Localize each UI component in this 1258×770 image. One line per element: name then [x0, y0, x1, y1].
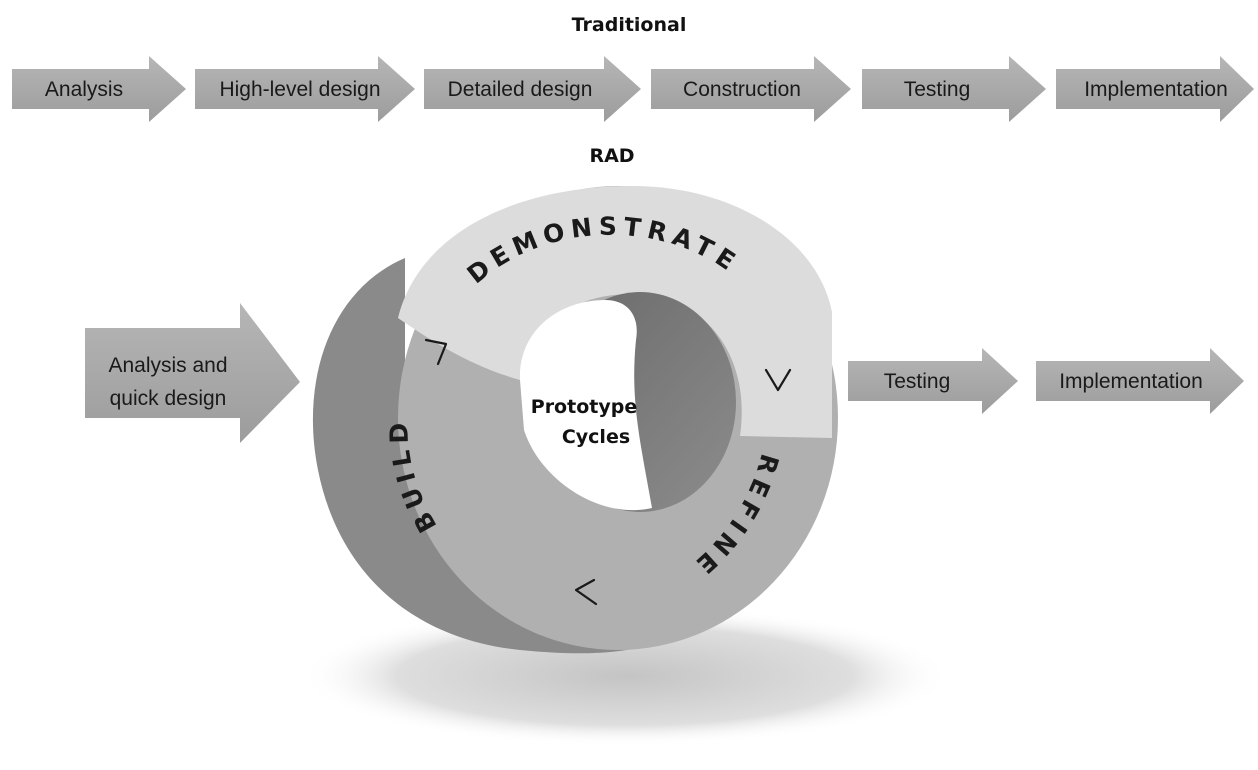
rad-entry-arrow: Analysis and quick design [85, 303, 300, 443]
ring-side-face [312, 258, 660, 654]
rad-title: RAD [589, 145, 634, 167]
entry-label-line2: quick design [110, 387, 227, 410]
traditional-step-construction: Construction [651, 56, 851, 122]
chevron-bottom-icon [574, 578, 598, 606]
traditional-step-label: High-level design [219, 78, 380, 101]
rad-step-label: Testing [884, 370, 951, 393]
traditional-step-label: Testing [904, 78, 971, 101]
ring-shadow [300, 606, 950, 746]
traditional-step-analysis: Analysis [12, 56, 186, 122]
traditional-flow: Analysis High-level design Detailed desi… [12, 56, 1254, 122]
chevron-right-icon [764, 368, 792, 392]
rad-step-testing: Testing [848, 348, 1018, 414]
traditional-title: Traditional [572, 14, 687, 36]
traditional-step-high-level-design: High-level design [195, 56, 415, 122]
rad-step-implementation: Implementation [1036, 348, 1244, 414]
rad-exit-flow: Testing Implementation [848, 348, 1244, 414]
traditional-step-label: Detailed design [448, 78, 593, 101]
ring-segment-demonstrate [398, 186, 832, 438]
traditional-step-testing: Testing [862, 56, 1046, 122]
chevron-top-left-icon [424, 338, 448, 366]
ring-hole [519, 300, 652, 511]
traditional-step-label: Analysis [45, 78, 123, 101]
prototype-cycle-ring [312, 186, 838, 654]
traditional-step-detailed-design: Detailed design [424, 56, 641, 122]
rad-step-label: Implementation [1059, 370, 1203, 393]
traditional-step-label: Implementation [1084, 78, 1228, 101]
entry-label-line1: Analysis and [108, 354, 227, 377]
traditional-step-label: Construction [683, 78, 801, 101]
traditional-step-implementation: Implementation [1056, 56, 1254, 122]
center-label-line2: Cycles [562, 426, 630, 448]
center-label-line1: Prototype [531, 396, 637, 418]
